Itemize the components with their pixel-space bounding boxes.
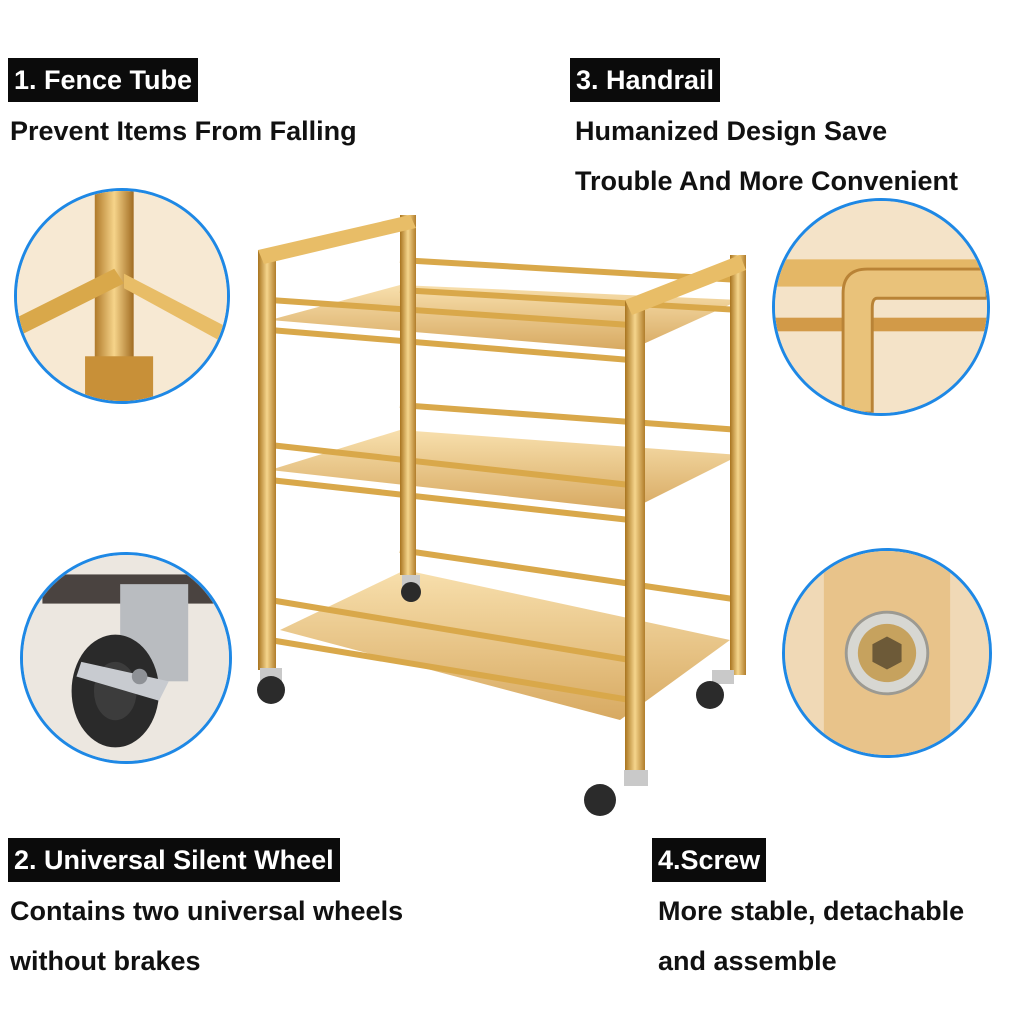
- feature-desc-handrail-line2: Trouble And More Convenient: [575, 166, 959, 196]
- feature-desc-fence-tube: Prevent Items From Falling: [10, 116, 357, 146]
- fence-tube-detail-image: [14, 188, 230, 404]
- feature-desc-screw-line2: and assemble: [658, 946, 837, 976]
- feature-label-screw: 4.Screw: [652, 838, 767, 882]
- feature-label-handrail: 3. Handrail: [570, 58, 721, 102]
- feature-desc-wheel-line1: Contains two universal wheels: [10, 896, 404, 926]
- caster-wheels: [257, 575, 734, 816]
- feature-label-universal-wheel: 2. Universal Silent Wheel: [8, 838, 340, 882]
- wheel-detail-image: [20, 552, 232, 764]
- feature-label-fence-tube: 1. Fence Tube: [8, 58, 199, 102]
- feature-desc-handrail-line1: Humanized Design Save: [575, 116, 888, 146]
- feature-desc-wheel-line2: without brakes: [10, 946, 201, 976]
- handrail-detail-image: [772, 198, 990, 416]
- gold-trolley-cart-image: [257, 215, 746, 816]
- feature-desc-screw-line1: More stable, detachable: [658, 896, 965, 926]
- screw-detail-image: [782, 548, 992, 758]
